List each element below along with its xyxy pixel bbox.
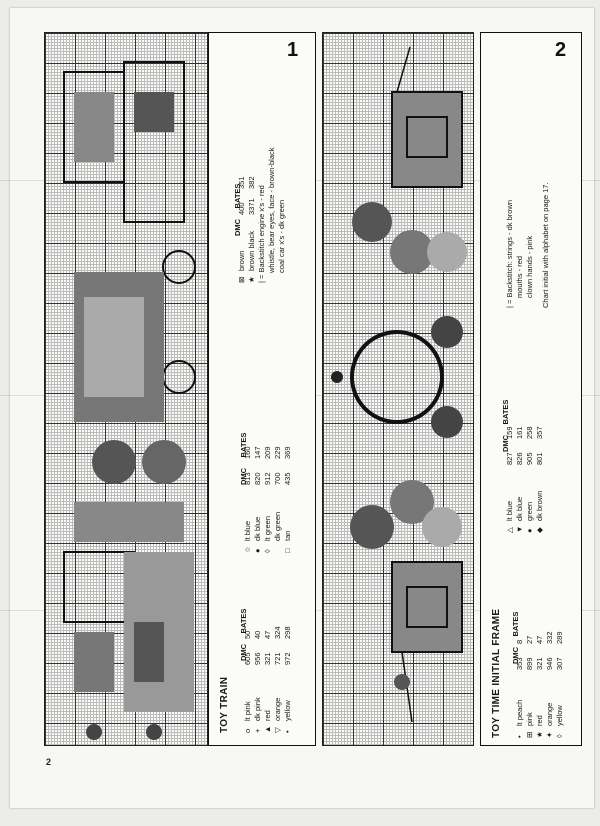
color-key-list: •lt peach3538 ⊞pink89927 ★red32147 ✦oran… <box>515 618 565 738</box>
color-key-row: ◊lt green912209 <box>263 446 272 553</box>
color-key-row: ★brown black3371382 <box>247 176 256 283</box>
backstitch-notes: | = Backstitch engine x's - red whistle,… <box>257 148 287 283</box>
chart-number: 2 <box>555 39 567 61</box>
chart-number: 1 <box>287 39 299 61</box>
color-key-row: •yellow972298 <box>283 626 292 733</box>
color-key-row: ▽orange721324 <box>273 626 282 733</box>
page-number: 2 <box>46 757 52 767</box>
color-key-row: ⊞pink89927 <box>525 635 534 738</box>
color-key-row: ●green905258 <box>525 426 534 533</box>
color-key-row: •lt peach3538 <box>515 639 524 738</box>
color-key-row: olt pink60550 <box>243 630 252 733</box>
color-key-row: ▲red32147 <box>263 630 272 733</box>
color-key-row: ◊yellow307289 <box>555 631 564 738</box>
color-key-row: ◆dk brown801357 <box>535 426 544 533</box>
toy-train-motif <box>63 61 196 740</box>
color-key-row: ▼dk blue826161 <box>515 426 524 533</box>
color-key-row: +dk pink95640 <box>253 630 262 733</box>
backstitch-line: clown hands - pink <box>525 235 534 298</box>
color-key-list: olt pink60550 +dk pink95640 ▲red32147 ▽o… <box>243 613 293 733</box>
color-key-list: △lt blue827159 ▼dk blue826161 ●green9052… <box>505 413 545 533</box>
chart-title: TOY TIME INITIAL FRAME <box>491 608 502 738</box>
color-key-row: ✦orange946332 <box>545 631 554 738</box>
backstitch-line: | = Backstitch: strings - dk brown <box>505 199 514 308</box>
color-key-row: □tan435369 <box>283 446 292 553</box>
initial-frame-key-panel: 2 TOY TIME INITIAL FRAME DMC BATES •lt p… <box>480 32 582 746</box>
color-key-row: ☆lt blue813160 <box>243 446 252 553</box>
color-key-list: ☆lt blue813160 ●dk blue820147 ◊lt green9… <box>243 433 293 553</box>
color-key-row: ★red32147 <box>535 635 544 738</box>
backstitch-line: whistle, bear eyes, face - brown-black <box>267 147 276 273</box>
alphabet-note: Chart initial with alphabet on page 17. <box>541 182 550 308</box>
initial-frame-motif <box>331 46 467 723</box>
backstitch-line: coal car x's - dk green <box>277 199 286 273</box>
color-key-row: dk green700229 <box>273 446 282 541</box>
color-key-row: △lt blue827159 <box>505 426 514 533</box>
color-key-row: ●dk blue820147 <box>253 446 262 553</box>
chart-title: TOY TRAIN <box>219 676 230 733</box>
backstitch-line: mouths - red <box>515 255 524 298</box>
color-key-row: ⊠brown400351 <box>237 176 246 283</box>
backstitch-notes: | = Backstitch: strings - dk brown mouth… <box>505 182 551 308</box>
backstitch-line: | = Backstitch engine x's - red <box>257 185 266 283</box>
toy-train-key-panel: 1 TOY TRAIN DMC BATES olt pink60550 +dk … <box>208 32 316 746</box>
color-key-list: ⊠brown400351 ★brown black3371382 <box>237 163 257 283</box>
